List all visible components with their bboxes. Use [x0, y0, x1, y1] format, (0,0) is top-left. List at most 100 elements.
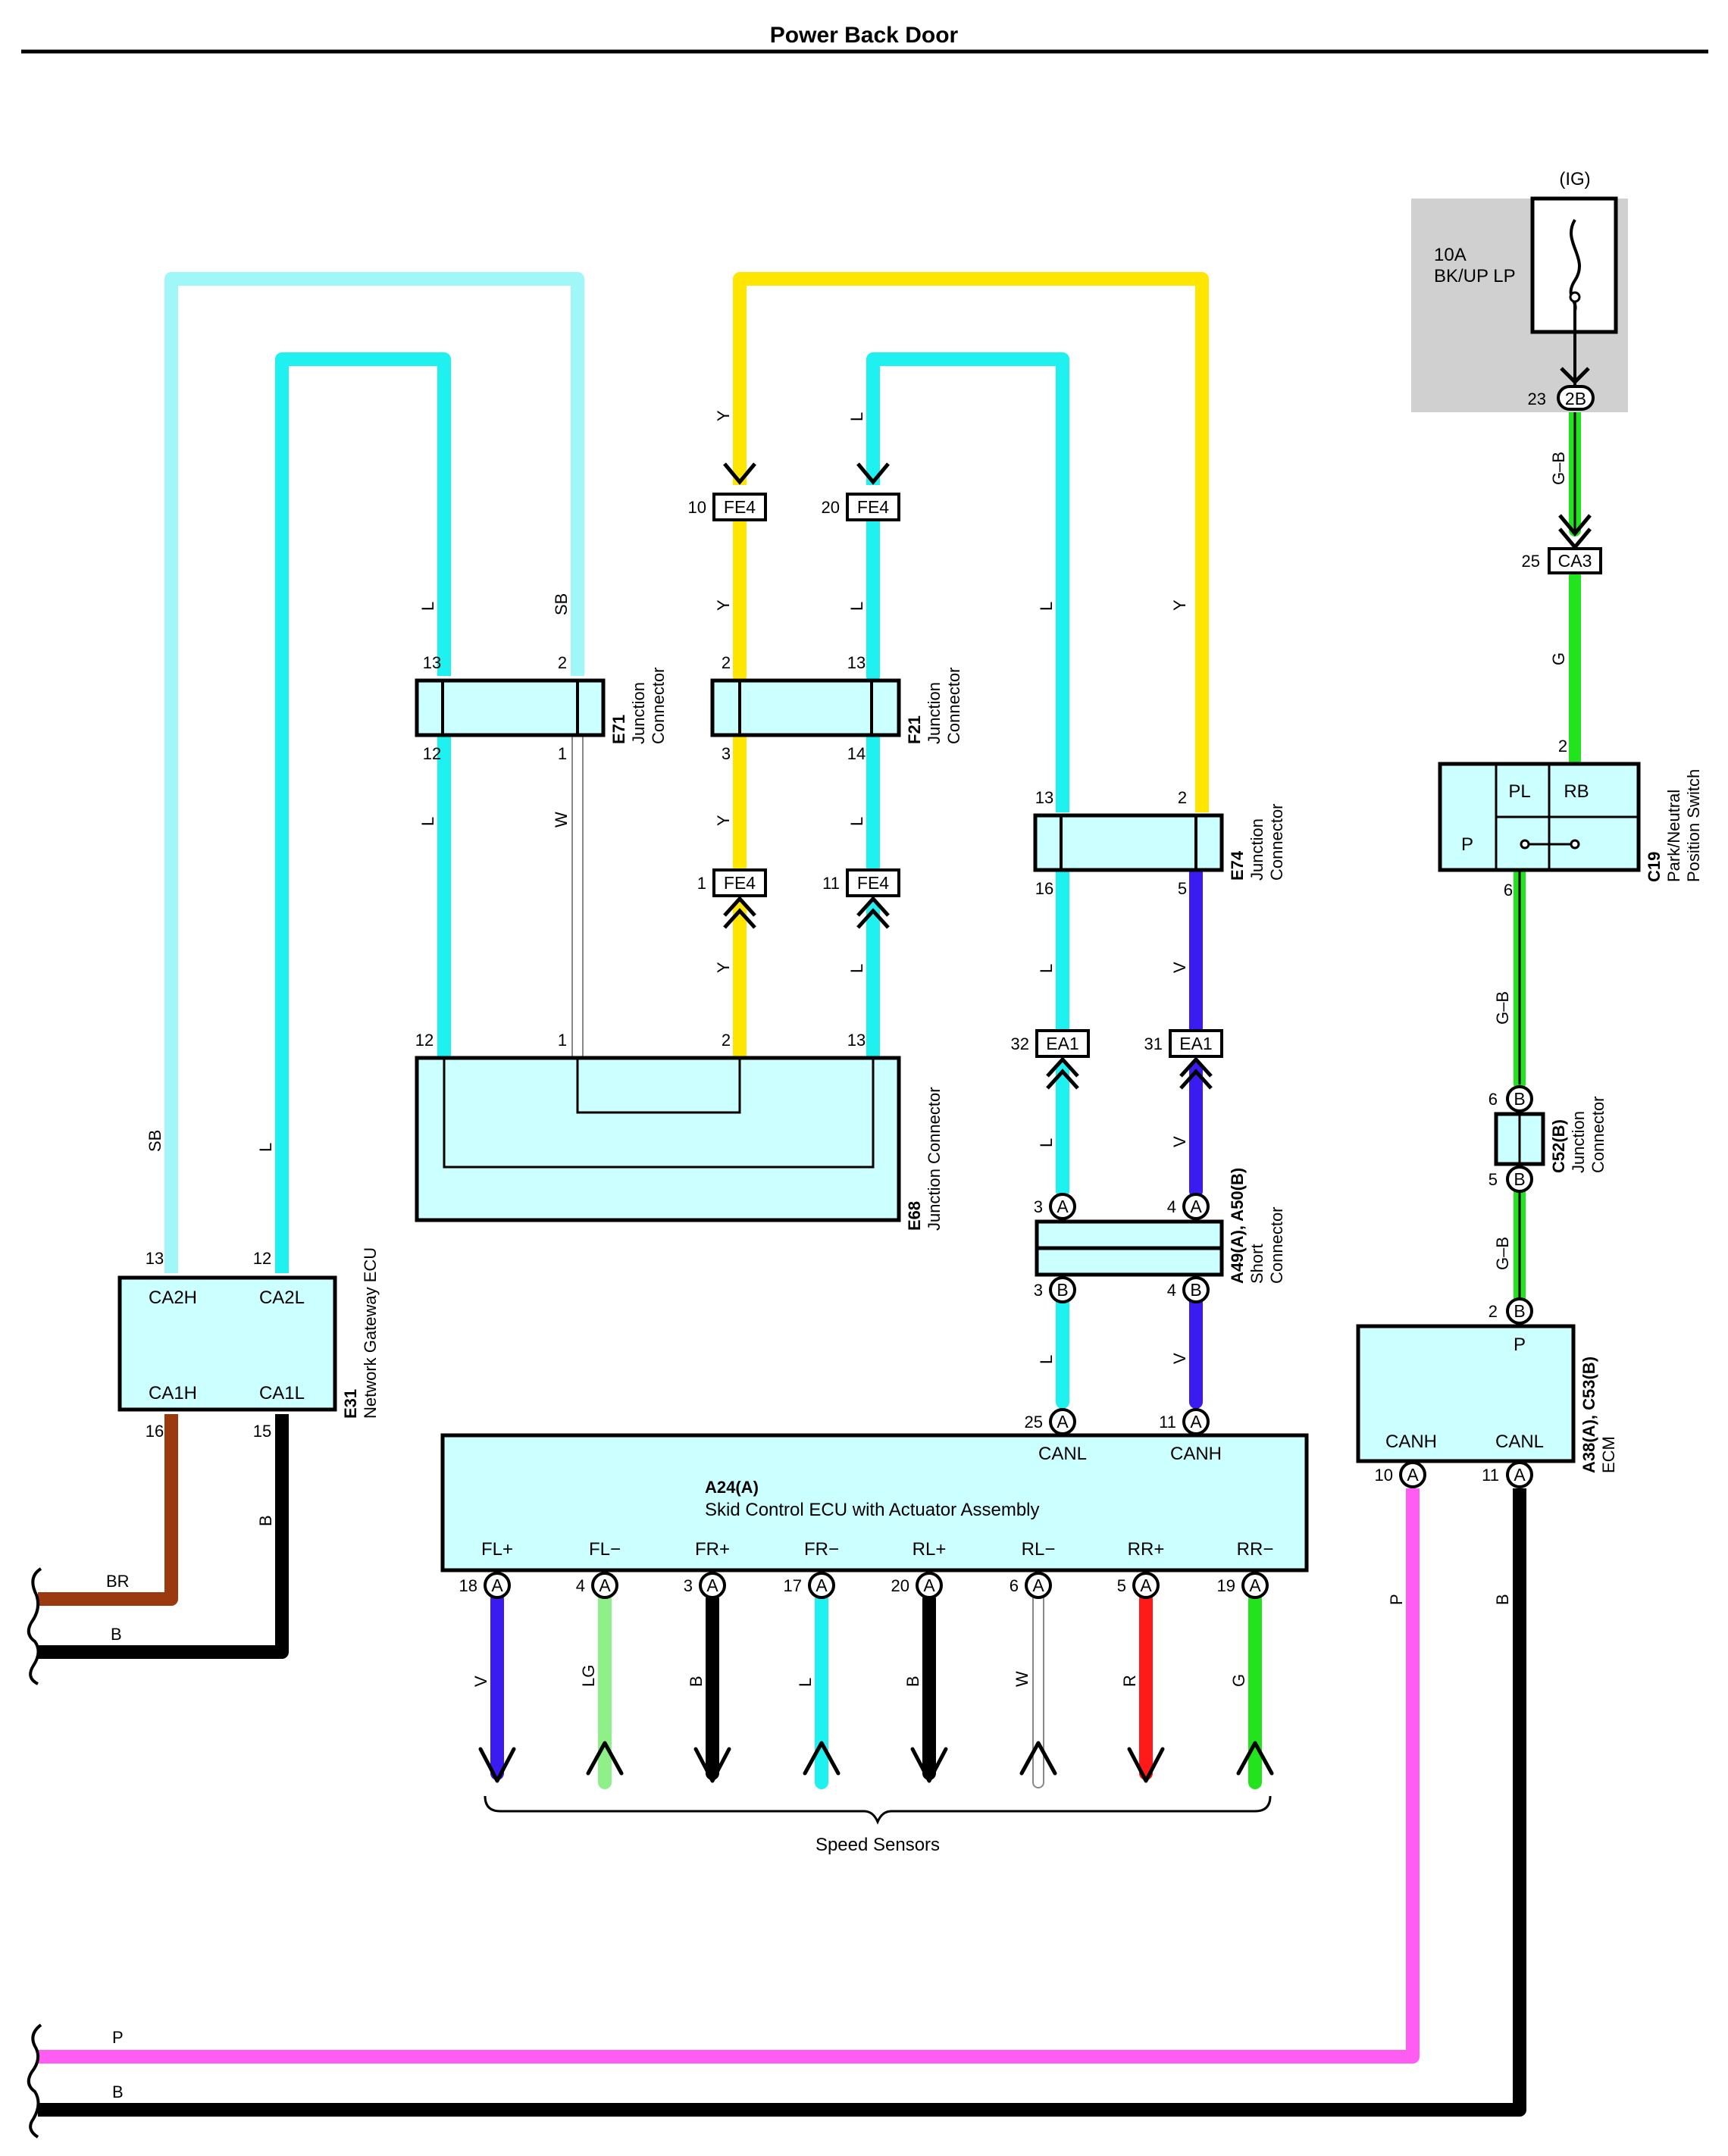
svg-text:Connector: Connector	[1267, 803, 1286, 881]
a24-terminal-label: RL+	[913, 1539, 947, 1560]
c19-park-neutral-switch: PL RB P 2 6 C19 Park/Neutral Position Sw…	[1438, 737, 1703, 900]
a24-terminal-circle	[1241, 1572, 1269, 1599]
e68-junction-connector: 12 1 2 13 E68 Junction Connector	[415, 1031, 944, 1231]
svg-text:CA1H: CA1H	[149, 1383, 197, 1403]
svg-text:6: 6	[1489, 1090, 1498, 1109]
svg-text:L: L	[256, 1143, 275, 1152]
svg-text:A: A	[1514, 1465, 1526, 1485]
svg-text:A: A	[1190, 1412, 1202, 1432]
svg-text:1: 1	[558, 1031, 567, 1050]
a24-terminal-pin: 20	[891, 1576, 909, 1595]
svg-text:P: P	[1387, 1594, 1406, 1605]
svg-text:13: 13	[423, 653, 441, 672]
svg-text:B: B	[1057, 1280, 1068, 1300]
e31-network-gateway-ecu: 13 12 CA2H CA2L CA1H CA1L 16 15 E31 Netw…	[117, 1247, 380, 1441]
sensor-wire-color-label: W	[1013, 1671, 1031, 1687]
sensor-wire-color-label: L	[796, 1678, 815, 1687]
svg-text:2: 2	[722, 1031, 731, 1050]
sensor-wire-rr-minus	[1236, 1592, 1274, 1789]
a24-terminal-pin: 18	[459, 1576, 477, 1595]
svg-text:G: G	[1549, 652, 1568, 665]
svg-text:L: L	[418, 817, 437, 826]
svg-text:B: B	[112, 2082, 124, 2101]
sensor-wire-fl-plus	[478, 1592, 516, 1783]
a24-terminal-label: FL+	[481, 1539, 513, 1560]
svg-text:13: 13	[146, 1249, 164, 1268]
sensor-wire-color-label: LG	[579, 1665, 598, 1687]
connector-ea1-31: EA1 31	[1144, 1029, 1223, 1090]
svg-text:12: 12	[253, 1249, 271, 1268]
svg-text:Connector: Connector	[1589, 1096, 1607, 1173]
svg-text:10: 10	[1375, 1466, 1393, 1485]
svg-text:CANH: CANH	[1170, 1444, 1222, 1464]
sensor-wire-rl-minus	[1019, 1593, 1057, 1788]
a24-terminal-tag: A	[599, 1576, 611, 1595]
svg-text:RB: RB	[1564, 781, 1589, 802]
svg-text:P: P	[112, 2028, 124, 2047]
svg-text:Position Switch: Position Switch	[1684, 769, 1703, 882]
svg-text:EA1: EA1	[1179, 1034, 1212, 1053]
svg-text:EA1: EA1	[1046, 1034, 1078, 1053]
svg-text:C19: C19	[1645, 852, 1664, 882]
svg-text:G–B: G–B	[1549, 452, 1568, 485]
svg-text:L: L	[1037, 1138, 1056, 1147]
svg-text:CANL: CANL	[1038, 1444, 1087, 1464]
svg-text:Connector: Connector	[649, 667, 668, 744]
svg-text:11: 11	[1159, 1413, 1176, 1432]
wire-y-top	[733, 272, 1209, 812]
svg-text:BR: BR	[106, 1572, 130, 1591]
a24-terminal-label: RR−	[1237, 1539, 1274, 1560]
svg-text:5: 5	[1489, 1170, 1498, 1189]
svg-text:Connector: Connector	[1267, 1206, 1286, 1284]
svg-text:12: 12	[415, 1031, 434, 1050]
svg-text:25: 25	[1522, 552, 1540, 571]
svg-text:CA2H: CA2H	[149, 1288, 197, 1308]
svg-text:V: V	[1170, 1136, 1189, 1147]
svg-text:3: 3	[1034, 1281, 1043, 1300]
svg-text:Junction Connector: Junction Connector	[925, 1087, 944, 1231]
a24-terminal-tag: A	[1249, 1576, 1261, 1595]
svg-text:L: L	[847, 412, 866, 421]
a24-terminal-circle	[484, 1572, 511, 1599]
svg-text:L: L	[1037, 602, 1056, 611]
svg-text:Y: Y	[714, 962, 733, 973]
svg-text:1: 1	[558, 744, 567, 763]
speed-sensors-brace: Speed Sensors	[484, 1795, 1272, 1855]
sensor-wire-color-label: G	[1229, 1674, 1248, 1687]
connector-ca3: CA3 25	[1522, 514, 1602, 574]
a24-terminal-tag: A	[923, 1576, 935, 1595]
svg-text:31: 31	[1144, 1034, 1163, 1053]
svg-text:10: 10	[688, 498, 706, 517]
wire-b-ecm	[38, 1488, 1526, 2117]
svg-text:FE4: FE4	[724, 873, 756, 893]
svg-text:V: V	[1170, 1353, 1189, 1364]
a24-bottom-terminals: FL+A18FL−A4FR+A3FR−A17RL+A20RL−A6RR+A5RR…	[459, 1539, 1274, 1599]
a24-terminal-circle	[1025, 1572, 1052, 1599]
a49-a50-short-connector: A A B B 3 4 3 4 A49(A), A50(B) Short Con…	[1034, 1168, 1286, 1303]
sensor-wire-rr-plus	[1127, 1592, 1165, 1783]
svg-text:20: 20	[822, 498, 840, 517]
svg-text:2: 2	[558, 653, 567, 672]
sensor-wire-fr-minus	[803, 1592, 841, 1789]
svg-text:A: A	[1407, 1465, 1419, 1485]
svg-text:3: 3	[722, 744, 731, 763]
a24-terminal-pin: 5	[1117, 1576, 1126, 1595]
svg-text:CANL: CANL	[1495, 1432, 1544, 1452]
svg-text:Y: Y	[714, 599, 733, 611]
svg-text:B: B	[111, 1625, 122, 1644]
svg-text:Y: Y	[714, 410, 733, 421]
connector-fe4-11: FE4 11	[822, 868, 900, 929]
wire-p	[38, 1488, 1420, 2064]
svg-text:G–B: G–B	[1493, 991, 1512, 1025]
a24-terminal-tag: A	[491, 1576, 503, 1595]
svg-text:CA2L: CA2L	[259, 1288, 305, 1308]
svg-text:B: B	[1190, 1280, 1201, 1300]
sensor-wire-fr-plus	[693, 1592, 731, 1783]
sensor-wire-color-label: V	[471, 1676, 490, 1687]
a24-terminal-label: FR+	[695, 1539, 730, 1560]
a24-skid-control-ecu: A A 25 11 CANL CANH A24(A) Skid Control …	[440, 1408, 1309, 1572]
svg-text:SB: SB	[146, 1130, 164, 1152]
svg-text:A38(A), C53(B): A38(A), C53(B)	[1579, 1356, 1598, 1473]
